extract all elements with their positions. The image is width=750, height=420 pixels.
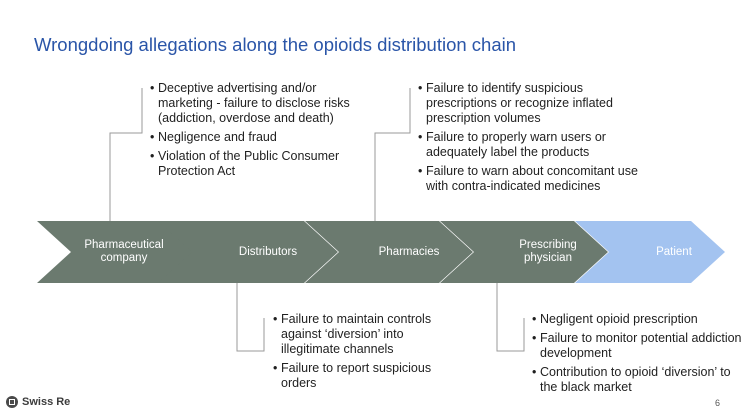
- swiss-re-logo-icon: [6, 396, 18, 408]
- chevron-label: company: [100, 252, 148, 264]
- list-item: Negligent opioid prescription: [532, 312, 744, 327]
- list-item: Failure to monitor potential addiction d…: [532, 331, 744, 361]
- list-item: Contribution to opioid ‘diversion’ to th…: [532, 365, 744, 395]
- connector-distributors: [236, 283, 265, 352]
- chevron-label: physician: [524, 252, 572, 264]
- list-item: Failure to maintain controls against ‘di…: [273, 312, 458, 357]
- physician-allegations-list: Negligent opioid prescription Failure to…: [532, 312, 744, 399]
- swiss-re-logo: Swiss Re: [6, 396, 70, 408]
- chevron-label: Prescribing: [519, 239, 577, 251]
- list-item: Failure to identify suspicious prescript…: [418, 81, 653, 126]
- chevron-label: Pharmacies: [378, 245, 440, 258]
- list-item: Negligence and fraud: [150, 130, 350, 145]
- pharmacies-allegations-list: Failure to identify suspicious prescript…: [418, 81, 653, 198]
- slide-title: Wrongdoing allegations along the opioids…: [34, 34, 517, 55]
- distributors-allegations-list: Failure to maintain controls against ‘di…: [273, 312, 458, 395]
- connector-physician: [496, 283, 525, 352]
- list-item: Deceptive advertising and/or marketing -…: [150, 81, 350, 126]
- page-number: 6: [714, 398, 720, 408]
- connector-pharma: [109, 88, 143, 221]
- pharma-allegations-list: Deceptive advertising and/or marketing -…: [150, 81, 350, 183]
- list-item: Failure to report suspicious orders: [273, 361, 458, 391]
- chevron-pharmacies: Pharmacies: [305, 221, 473, 283]
- list-item: Failure to properly warn users or adequa…: [418, 130, 653, 160]
- list-item: Violation of the Public Consumer Protect…: [150, 149, 350, 179]
- chevron-label: Patient: [656, 245, 692, 258]
- list-item: Failure to warn about concomitant use wi…: [418, 164, 653, 194]
- chevron-label: Distributors: [238, 245, 298, 258]
- logo-text: Swiss Re: [22, 396, 71, 408]
- connector-pharmacies: [374, 88, 411, 221]
- chevron-label: Pharmaceutical: [84, 239, 164, 251]
